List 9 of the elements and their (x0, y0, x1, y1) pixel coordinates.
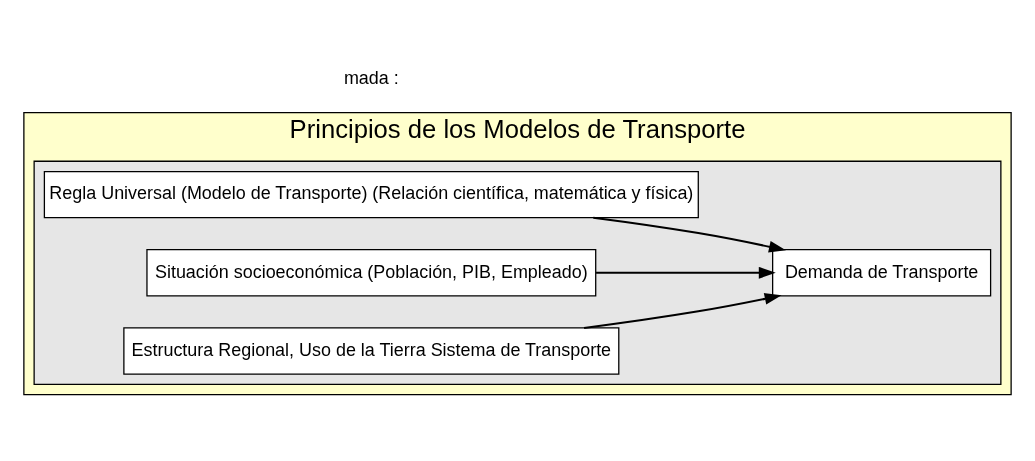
node-box: Demanda de Transporte (772, 249, 992, 297)
arrow (596, 266, 776, 279)
node-box: Regla Universal (Modelo de Transporte) (Relación científica, matemática y física) (43, 170, 699, 219)
arrow (583, 292, 782, 329)
node-box: Situación socioeconómica (Población, PIB, Empleado) (146, 249, 597, 297)
arrow (593, 216, 786, 253)
cluster (33, 160, 1002, 385)
label: mada : (343, 67, 399, 88)
node-box: Estructura Regional, Uso de la Tierra Sistema de Transporte (123, 327, 620, 375)
